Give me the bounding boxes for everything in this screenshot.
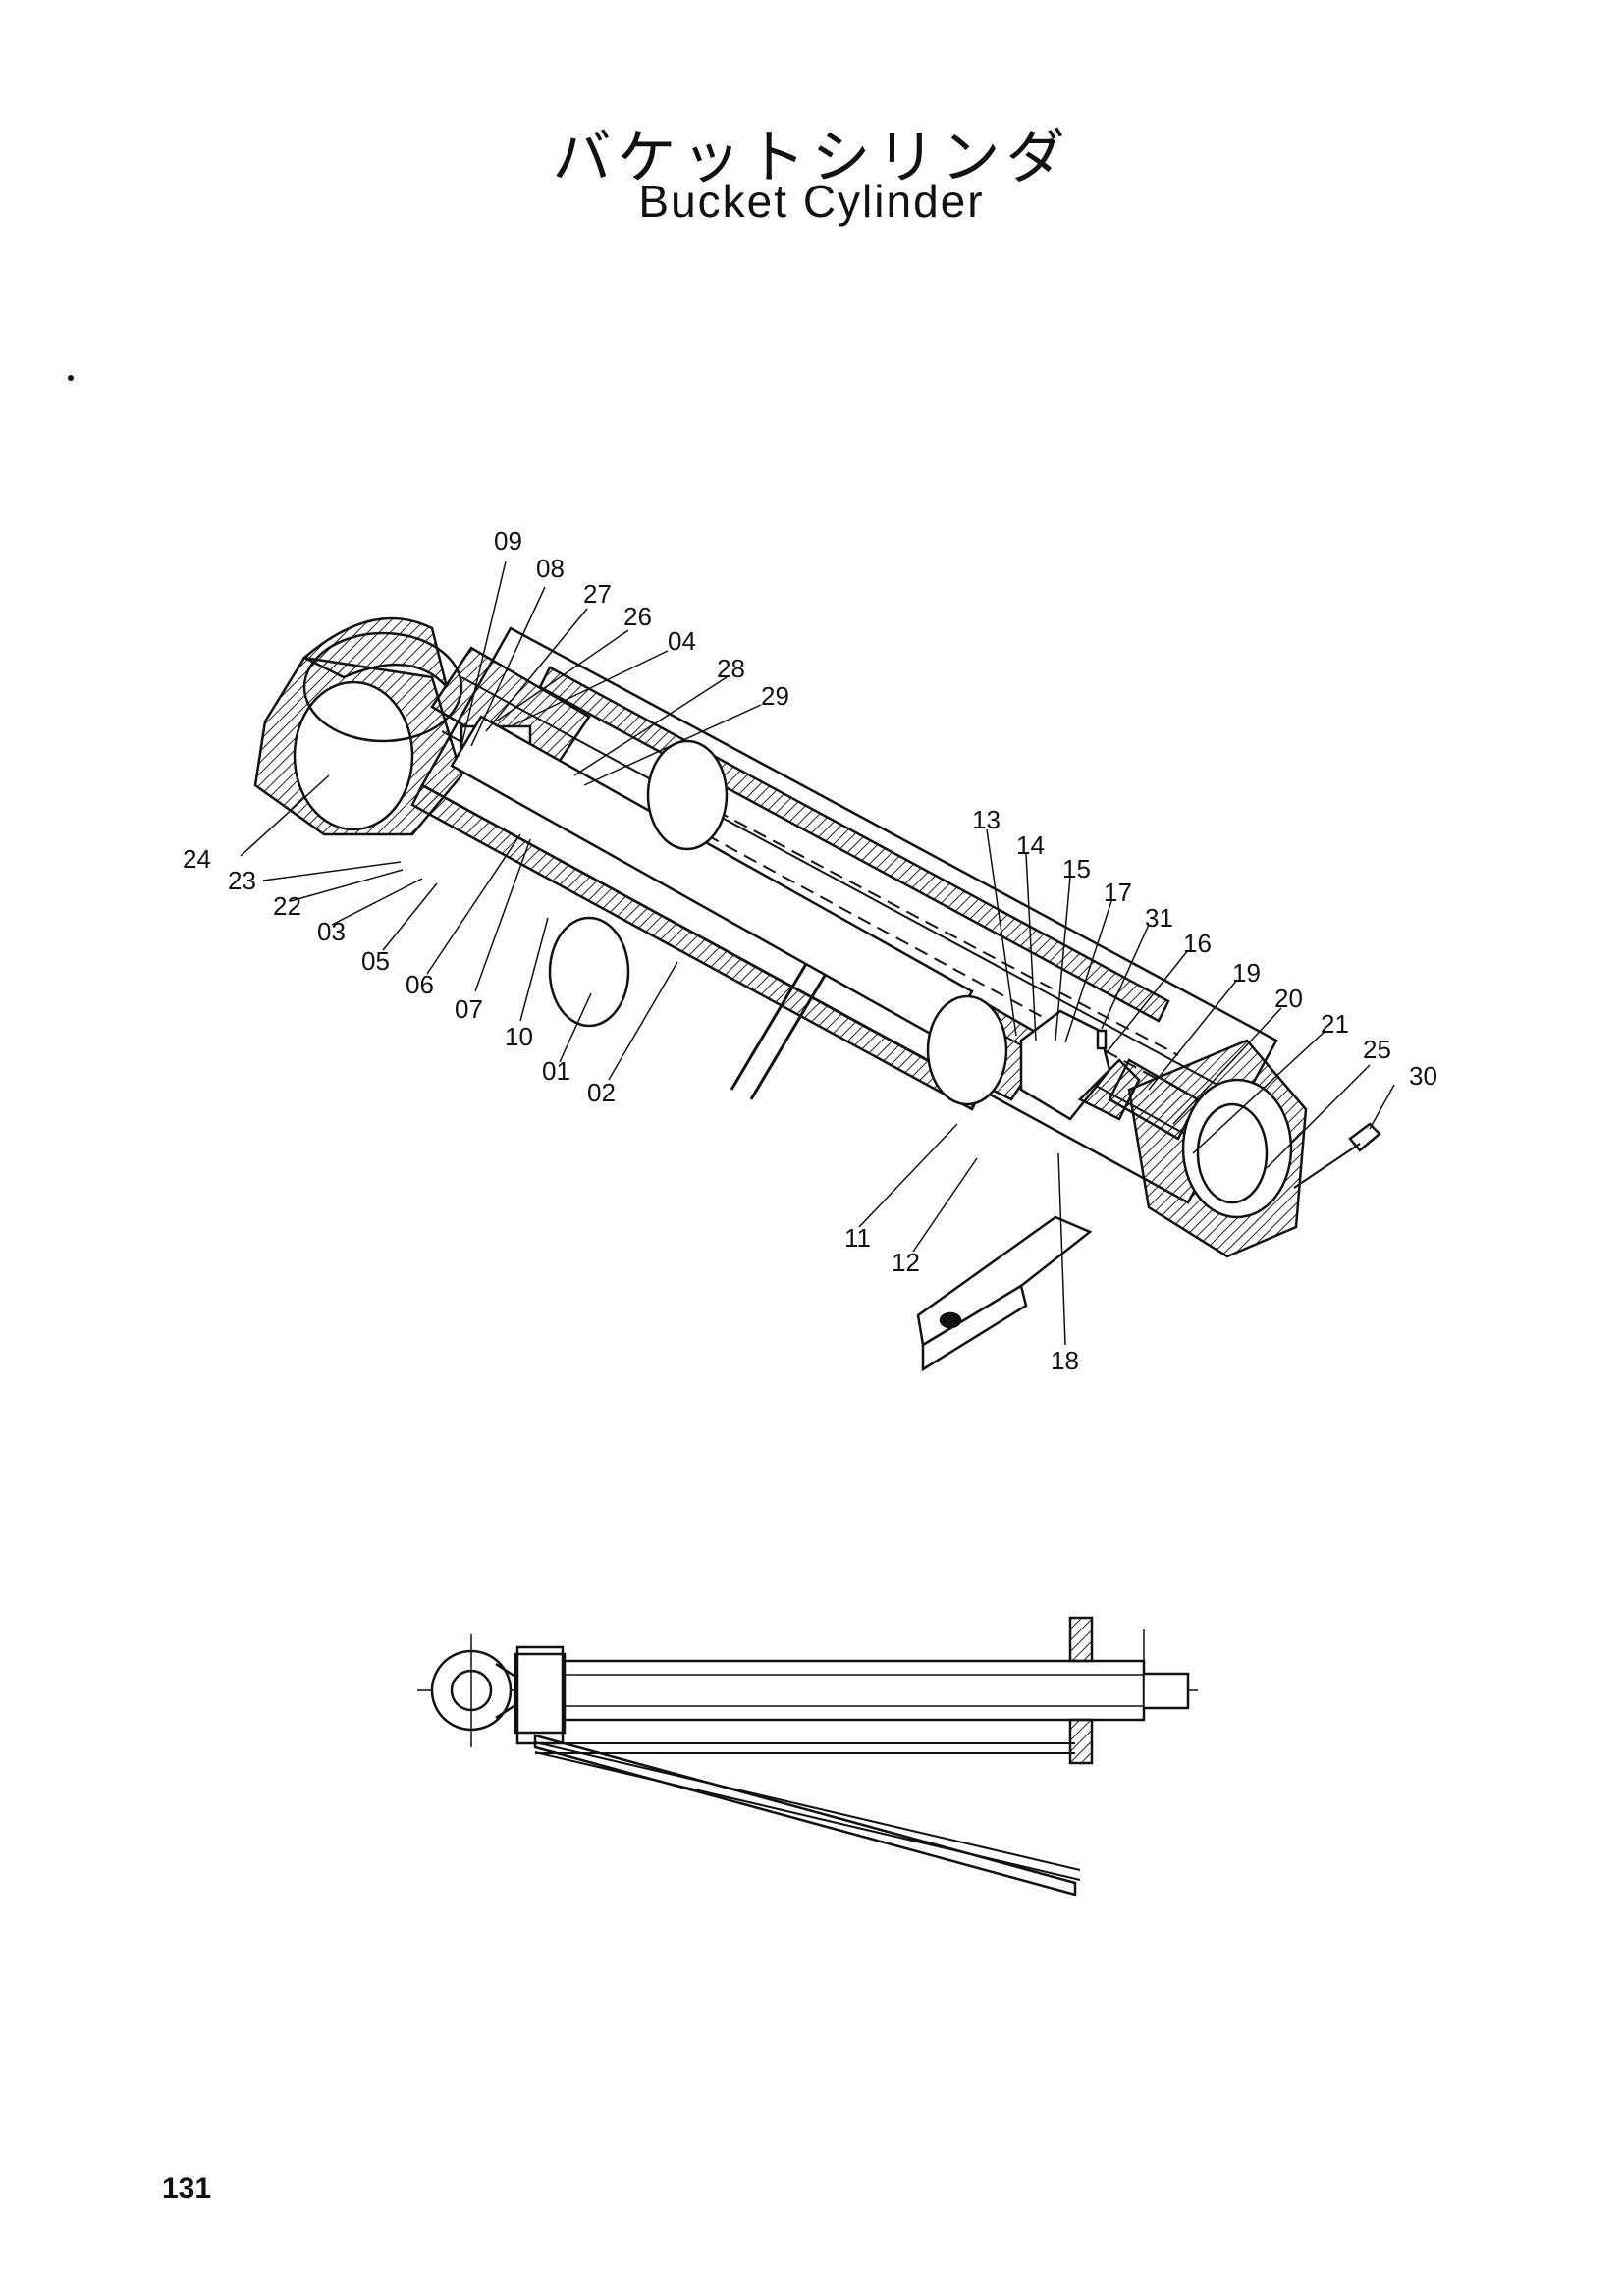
callout-label: 27 <box>583 579 612 609</box>
callout-label: 02 <box>587 1078 616 1107</box>
callout-label: 25 <box>1363 1035 1391 1064</box>
callout-label: 28 <box>717 654 745 683</box>
callout-label: 14 <box>1016 830 1045 860</box>
callout-label: 20 <box>1274 984 1303 1013</box>
callout-label: 19 <box>1232 958 1261 988</box>
callout-label: 24 <box>183 844 211 874</box>
stray-dot <box>68 375 74 381</box>
side-tube <box>563 1659 1146 1722</box>
callout-label: 16 <box>1183 929 1212 958</box>
callout-label: 26 <box>623 602 652 631</box>
callout-label: 31 <box>1145 903 1173 933</box>
callout-label: 22 <box>273 891 301 921</box>
callout-label: 13 <box>972 805 1001 834</box>
callout-label: 12 <box>892 1248 920 1277</box>
callout-label: 06 <box>406 970 434 999</box>
piston-rod <box>450 715 974 1042</box>
callout-label: 07 <box>455 994 483 1024</box>
title-english: Bucket Cylinder <box>638 176 985 227</box>
callout-label: 01 <box>542 1056 570 1086</box>
rod-eye-bore <box>293 680 414 831</box>
callout-label: 11 <box>844 1223 871 1253</box>
callout-label: 15 <box>1062 854 1091 883</box>
callout-label: 05 <box>361 946 390 976</box>
callout-label: 17 <box>1104 878 1132 907</box>
callout-label: 30 <box>1409 1061 1437 1091</box>
title-japanese: バケットシリンダ <box>552 124 1071 192</box>
mounting-bracket <box>916 1215 1093 1348</box>
side-port-bottom <box>1068 1718 1094 1765</box>
callout-label: 18 <box>1051 1346 1079 1375</box>
callout-label: 03 <box>317 917 346 946</box>
side-port-top <box>1068 1616 1094 1663</box>
cylinder-illustration <box>253 616 1381 1372</box>
callout-label: 21 <box>1321 1009 1349 1039</box>
callout-label: 04 <box>668 626 696 656</box>
callout-label: 23 <box>228 866 256 895</box>
callout-label: 09 <box>494 526 522 556</box>
leader-lines <box>240 561 1395 1346</box>
callout-label: 08 <box>536 554 565 583</box>
callout-label: 10 <box>505 1022 533 1051</box>
callout-labels: 09 08 27 26 04 28 29 24 23 22 03 05 06 0… <box>183 526 1437 1375</box>
side-view-drawing <box>417 1616 1198 1896</box>
bolt <box>1096 1029 1108 1050</box>
page-number: 131 <box>162 2172 212 2205</box>
callout-label: 29 <box>761 681 789 711</box>
side-head <box>514 1652 567 1735</box>
